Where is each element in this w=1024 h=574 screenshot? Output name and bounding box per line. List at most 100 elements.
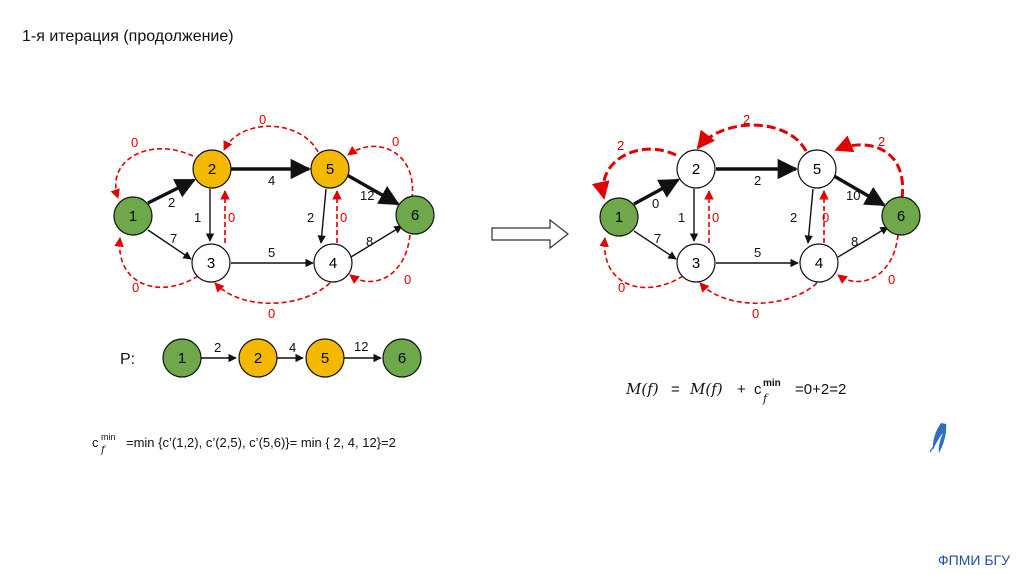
right-label-rev-6-5: 2 [878, 134, 885, 149]
right-edge-1-2 [633, 178, 680, 206]
right-node-5-circle [797, 149, 837, 189]
left-label-3-4: 5 [268, 245, 275, 260]
left-node-2: 2 [192, 149, 232, 189]
path-label-5-6: 12 [354, 339, 368, 354]
right-rev-3-1 [599, 237, 684, 289]
right-rev-4-3 [699, 282, 818, 305]
path-node-2-circle [238, 338, 278, 378]
right-label-rev-4-5: 0 [822, 210, 829, 225]
left-node-3: 3 [191, 243, 231, 283]
left-rev-2-1 [110, 147, 194, 199]
footer-label: ФПМИ БГУ [938, 552, 1010, 568]
right-label-3-4: 5 [754, 245, 761, 260]
right-node-6-label: 6 [897, 208, 905, 225]
right-label-4-6: 8 [851, 234, 858, 249]
path-node-5: 5 [305, 338, 345, 378]
right-label-5-6: 10 [846, 188, 860, 203]
left-label-5-4: 2 [307, 210, 314, 225]
right-rev-2-1 [591, 147, 677, 200]
path-node-1: 1 [162, 338, 202, 378]
left-label-2-3: 1 [194, 210, 201, 225]
path-node-2-label: 2 [254, 350, 262, 367]
path-node-5-label: 5 [321, 350, 329, 367]
left-label-4-6: 8 [366, 234, 373, 249]
left-label-rev-6-4: 0 [404, 272, 411, 287]
formula-cmin-symbol: c [92, 435, 99, 450]
left-node-6-circle [395, 195, 435, 235]
right-edge-5-4 [804, 188, 814, 244]
right-graph: 0 7 1 2 5 2 10 8 0 0 2 2 2 0 0 0 1 2 [591, 112, 921, 321]
right-node-3-circle [676, 243, 716, 283]
right-node-4-circle [799, 243, 839, 283]
left-node-5-circle [310, 149, 350, 189]
left-node-3-circle [191, 243, 231, 283]
left-node-5: 5 [310, 149, 350, 189]
right-label-rev-6-4: 0 [888, 272, 895, 287]
left-label-2-5: 4 [268, 173, 275, 188]
left-label-1-3: 7 [170, 231, 177, 246]
university-logo [929, 423, 947, 453]
left-label-rev-4-5: 0 [340, 210, 347, 225]
formula-flow-lhs: M(f) [625, 380, 659, 398]
left-node-1-label: 1 [129, 208, 137, 225]
left-rev-3-1 [114, 237, 199, 289]
left-label-rev-5-2: 0 [259, 112, 266, 127]
left-graph: 2 7 1 4 5 2 12 8 0 0 0 0 0 0 0 0 1 2 [110, 112, 435, 321]
path-diagram: P: 2 4 12 1 2 5 6 [120, 338, 422, 378]
right-rev-6-5 [834, 135, 905, 199]
path-node-5-circle [305, 338, 345, 378]
left-edge-1-2 [147, 178, 196, 205]
left-label-rev-4-3: 0 [268, 306, 275, 321]
right-node-5-label: 5 [813, 161, 821, 178]
left-node-4: 4 [313, 243, 353, 283]
left-node-6-label: 6 [411, 207, 419, 224]
right-node-5: 5 [797, 149, 837, 189]
formula-cmin: c min f =min {c’(1,2), c’(2,5), c’(5,6)}… [92, 432, 396, 456]
left-node-1: 1 [113, 196, 153, 236]
formula-flow-tail: =0+2=2 [795, 381, 846, 398]
formula-flow-sup: min [763, 378, 781, 389]
path-prefix: P: [120, 351, 135, 368]
right-node-6: 6 [881, 196, 921, 236]
left-node-2-label: 2 [208, 161, 216, 178]
right-node-3: 3 [676, 243, 716, 283]
formula-flow-symbol: c [754, 381, 762, 398]
left-edge-1-3 [147, 229, 192, 260]
right-label-5-4: 2 [790, 210, 797, 225]
left-node-5-label: 5 [326, 161, 334, 178]
left-rev-6-4 [349, 234, 411, 285]
left-label-1-2: 2 [168, 195, 175, 210]
right-label-rev-4-3: 0 [752, 306, 759, 321]
formula-cmin-sup: min [101, 432, 116, 442]
formula-flow-plus: + [737, 381, 746, 398]
right-node-2-circle [676, 149, 716, 189]
formula-flow: M(f) = M(f) + c min f =0+2=2 [625, 378, 846, 405]
left-edge-5-6 [346, 173, 400, 206]
right-label-rev-2-1: 2 [617, 138, 624, 153]
right-node-6-circle [881, 196, 921, 236]
right-node-4-label: 4 [815, 255, 823, 272]
right-node-2-label: 2 [692, 161, 700, 178]
right-label-rev-5-2: 2 [743, 112, 750, 127]
right-node-2: 2 [676, 149, 716, 189]
path-node-1-circle [162, 338, 202, 378]
right-label-1-2: 0 [652, 196, 659, 211]
slide-title: 1-я итерация (продолжение) [22, 28, 234, 45]
left-rev-6-5 [347, 145, 414, 200]
feather-stroke-icon [929, 423, 947, 453]
left-edge-5-4 [317, 188, 327, 244]
left-label-rev-3-2: 0 [228, 210, 235, 225]
path-node-6-circle [382, 338, 422, 378]
left-node-4-label: 4 [329, 255, 337, 272]
path-label-1-2: 2 [214, 340, 221, 355]
formula-flow-sub: f [762, 392, 769, 405]
left-label-rev-3-1: 0 [132, 280, 139, 295]
left-node-3-label: 3 [207, 255, 215, 272]
path-node-6-label: 6 [398, 350, 406, 367]
left-node-2-circle [192, 149, 232, 189]
right-label-1-3: 7 [654, 231, 661, 246]
left-label-rev-2-1: 0 [131, 135, 138, 150]
left-node-1-circle [113, 196, 153, 236]
